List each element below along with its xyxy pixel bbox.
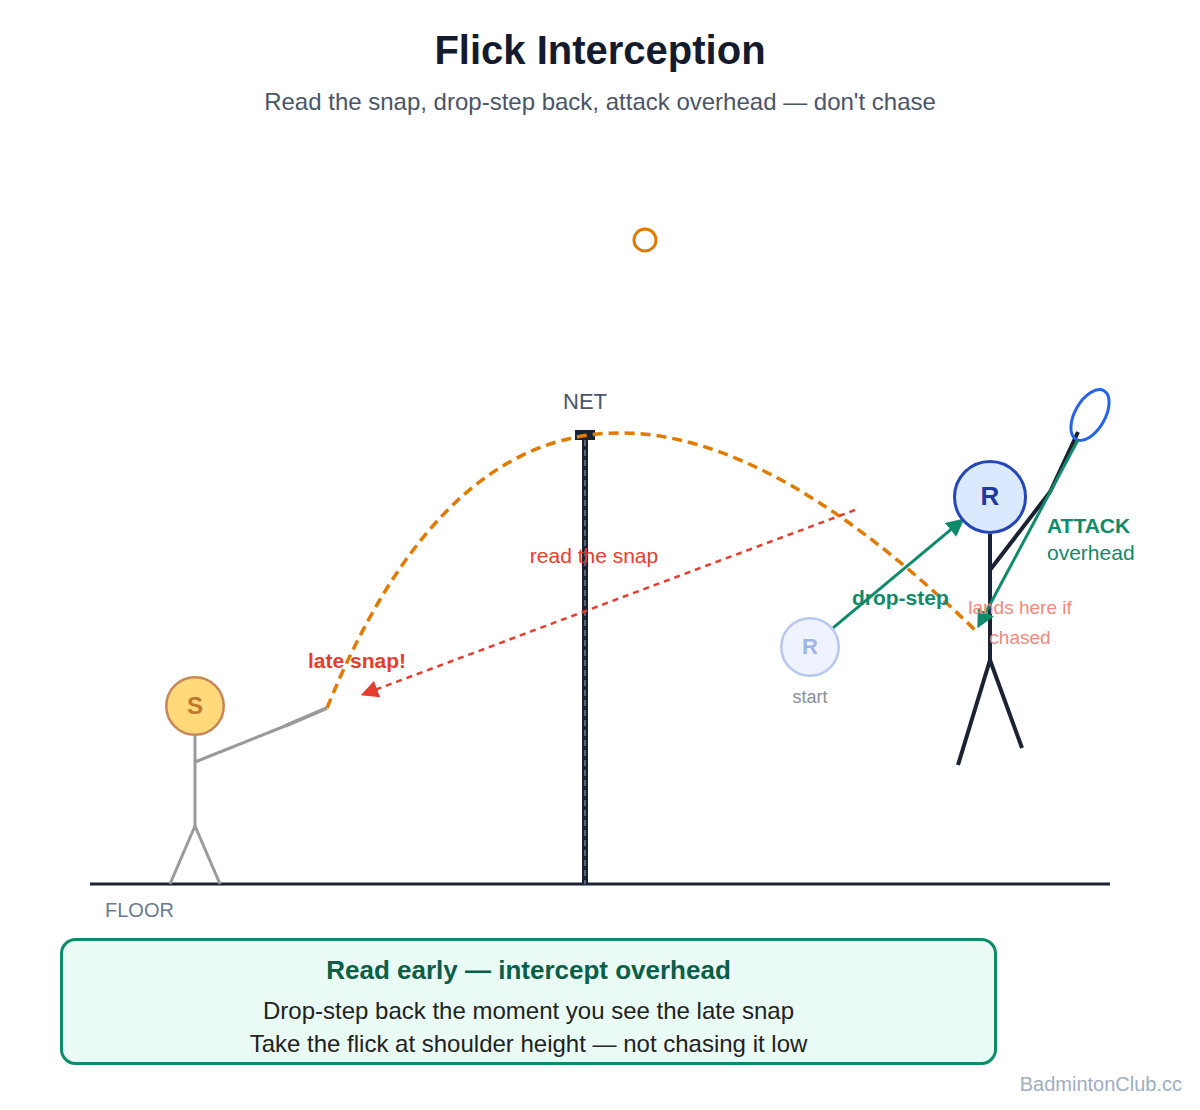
server-leg: [195, 826, 220, 884]
read-arrow: [364, 510, 855, 694]
server-body: [194, 736, 197, 826]
player-letter: R: [780, 634, 840, 660]
tip-box: Read early — intercept overheadDrop-step…: [60, 938, 997, 1065]
cue-label: read the snap: [530, 543, 658, 568]
receiver-head: R: [953, 460, 1027, 534]
tip-body: Take the flick at shoulder height — not …: [60, 1030, 997, 1059]
server-leg: [170, 826, 195, 884]
net-label: NET: [563, 389, 607, 415]
edge-label: drop-step: [852, 586, 949, 611]
action-label: ATTACK: [1047, 513, 1130, 538]
step-arrow: [833, 521, 962, 628]
server-racquet: [285, 708, 327, 726]
shuttle-marker: [634, 229, 656, 251]
position-label: start: [780, 687, 840, 709]
floor-label: FLOOR: [105, 898, 174, 922]
net-post: [582, 438, 588, 884]
racquet-head: [1063, 383, 1117, 446]
shuttle-trajectory: [327, 433, 975, 708]
start-position: Rstart: [780, 617, 840, 677]
player-letter: R: [953, 481, 1027, 512]
diagram-title: Flick Interception: [0, 26, 1200, 74]
warning-note: lands here if chased: [966, 593, 1074, 653]
floor-line: [90, 883, 1110, 886]
tip-body: Drop-step back the moment you see the la…: [60, 997, 997, 1026]
net-mesh: [584, 440, 586, 884]
player-letter: S: [165, 692, 225, 721]
action-label: overhead: [1047, 540, 1135, 565]
subtitle: Read the snap, drop-step back, attack ov…: [264, 88, 936, 117]
edge-group: [833, 521, 962, 628]
receiver-leg: [958, 660, 990, 765]
receiver-leg: [990, 660, 1022, 748]
watermark: BadmintonClub.cc: [1020, 1072, 1182, 1096]
server-head: S: [165, 676, 225, 736]
cue-label: late snap!: [308, 648, 406, 673]
tip-heading: Read early — intercept overhead: [60, 955, 997, 986]
